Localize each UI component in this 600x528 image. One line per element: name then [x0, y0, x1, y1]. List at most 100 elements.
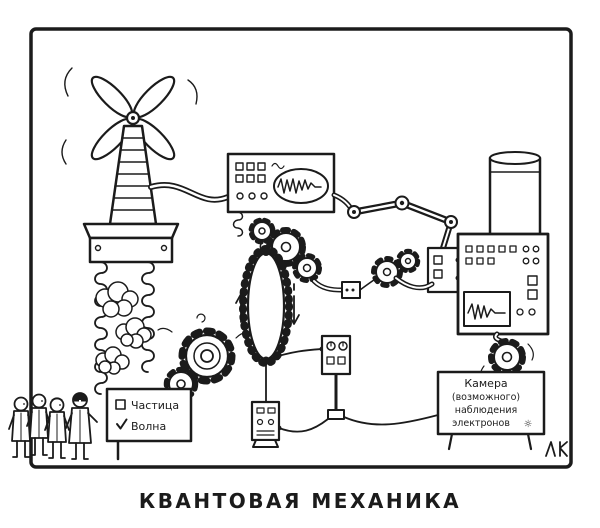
- small-spring: [232, 211, 244, 237]
- panel-button: [465, 245, 473, 253]
- particle-wave-sign: Частица Волна: [105, 387, 193, 461]
- oval-body: [246, 251, 286, 361]
- dial-box-base: [327, 409, 345, 420]
- panel-button: [465, 257, 473, 265]
- panel-button: [257, 174, 266, 183]
- panel-button: [487, 245, 495, 253]
- bolt: [160, 244, 168, 252]
- windmill-hub-pin: [131, 116, 135, 120]
- head: [49, 397, 65, 413]
- gear-ring: [193, 342, 221, 370]
- dial-box-body: [320, 334, 352, 376]
- legs: [30, 437, 48, 456]
- waveform: [277, 178, 322, 194]
- doodle-spiral: [196, 313, 206, 323]
- gear-small: [371, 256, 403, 288]
- panel-button: [498, 245, 506, 253]
- arrow-up-icon: [235, 293, 247, 323]
- cloud-puff: [95, 281, 139, 318]
- panel-button: [487, 257, 495, 265]
- sunglasses-icon: [81, 398, 86, 402]
- indicator-dot: [351, 288, 355, 292]
- cloud-puff: [115, 317, 152, 349]
- observation-sign: Камера (возможного) наблюдения электроно…: [436, 370, 546, 451]
- panel-knob: [532, 245, 540, 253]
- windmill: [90, 75, 176, 226]
- eye: [59, 404, 61, 406]
- sign-line: (возможного): [452, 392, 520, 403]
- panel-button: [476, 245, 484, 253]
- gear-hub: [302, 263, 312, 273]
- wire: [268, 348, 323, 360]
- scientist-figure: [65, 392, 98, 460]
- meter-slots: [256, 430, 275, 436]
- arm-joint-pin: [449, 220, 453, 224]
- gear-teeth: [395, 248, 421, 274]
- arm-segment-highlight: [352, 201, 404, 214]
- motion-arc: [64, 67, 73, 97]
- motion-arc: [157, 327, 173, 333]
- panel-knob: [236, 192, 244, 200]
- legs: [12, 440, 30, 458]
- motion-arc: [527, 343, 534, 361]
- cloud-bubble: [120, 333, 134, 347]
- dial-box: [320, 334, 352, 420]
- comic-title: КВАНТОВАЯ МЕХАНИКА: [139, 489, 461, 513]
- quantum-particle-oval: [239, 245, 293, 367]
- motion-arc: [187, 79, 198, 105]
- waveform: [467, 303, 506, 320]
- panel-button: [509, 245, 517, 253]
- cloud-bubble: [98, 360, 112, 374]
- relay-box-body: [341, 281, 361, 299]
- eye: [23, 403, 25, 405]
- wire: [278, 418, 329, 433]
- meter-window: [256, 407, 265, 414]
- legs: [71, 442, 89, 460]
- sign-board: [436, 370, 546, 436]
- gear-medium: [488, 338, 526, 376]
- arm-joint-pin: [352, 210, 356, 214]
- bolt: [94, 244, 102, 252]
- panel-button: [257, 162, 266, 171]
- arm-joint-pin: [399, 200, 405, 206]
- panel-knob: [522, 245, 530, 253]
- gear-hub: [200, 349, 214, 363]
- hose-highlight: [149, 183, 230, 201]
- cloud-bubble: [102, 300, 120, 318]
- gear-large: [178, 327, 236, 385]
- gear-hub: [176, 379, 186, 389]
- meter-dial: [256, 418, 264, 426]
- panel-frame: [29, 27, 573, 469]
- checkbox-particle: [115, 399, 126, 410]
- panel-knob: [248, 192, 256, 200]
- sun-icon: ☼: [524, 419, 533, 430]
- gear-hub: [404, 257, 412, 265]
- control-panel: [226, 152, 336, 237]
- electron-dot: [262, 248, 270, 256]
- panel-button: [527, 289, 538, 300]
- checkmark-wave-icon: [116, 418, 128, 430]
- gear-teeth: [178, 327, 236, 385]
- meter-dial: [267, 418, 275, 426]
- scientist-figure: [8, 396, 34, 458]
- panel-button: [527, 275, 538, 286]
- head: [31, 393, 47, 409]
- robotic-arm: [331, 192, 458, 251]
- scientist-figure: [26, 393, 52, 456]
- chimney-top: [489, 151, 541, 165]
- arms: [65, 412, 98, 429]
- panel-button: [433, 255, 443, 265]
- gear-hub: [258, 227, 266, 235]
- scientist-figure: [44, 397, 70, 459]
- sign-line: Камера: [464, 377, 507, 390]
- scientists-group: [8, 392, 98, 460]
- relay-box: [341, 281, 361, 299]
- chimney: [488, 156, 542, 238]
- arms: [44, 415, 70, 431]
- artist-signature: [545, 441, 568, 457]
- legs: [48, 441, 66, 459]
- platform: [82, 222, 180, 264]
- sign-option-label: Волна: [131, 420, 166, 433]
- hose-highlight: [395, 277, 433, 289]
